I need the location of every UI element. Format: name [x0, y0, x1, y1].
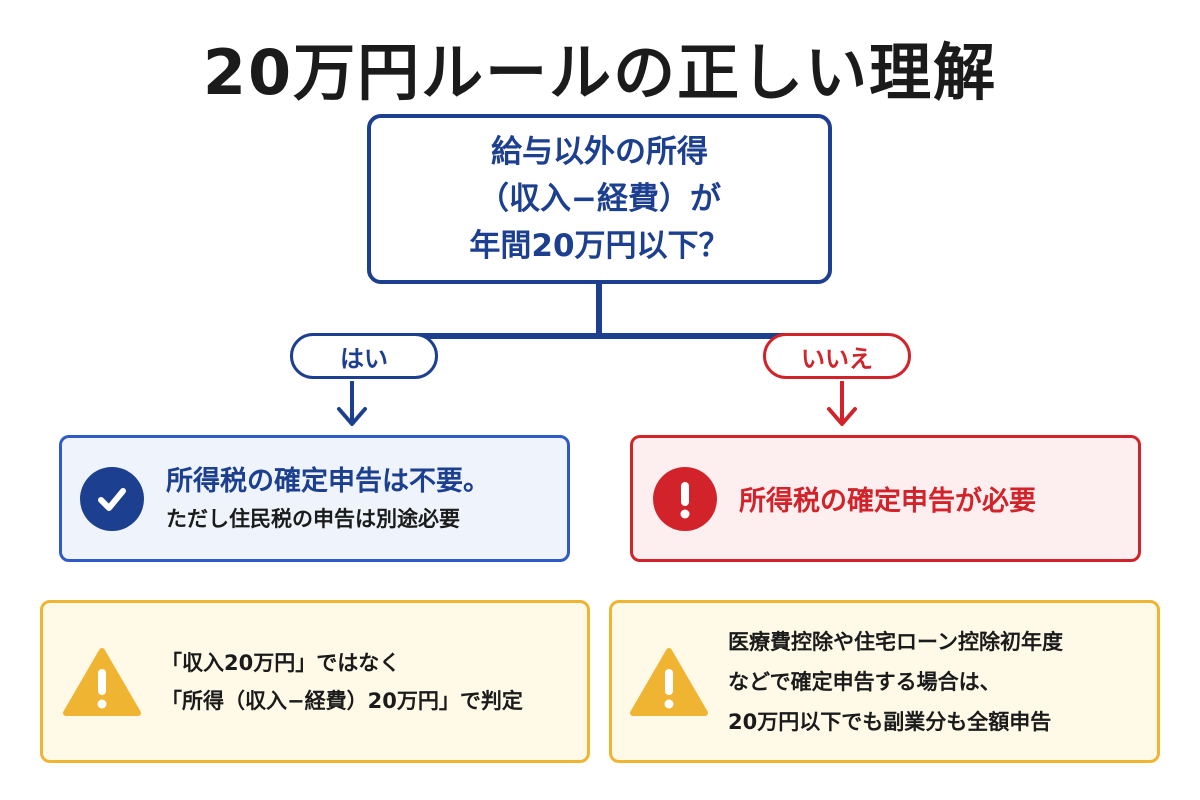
left-note-text: 「収入20万円」ではなく 「所得（収入−経費）20万円」で判定: [161, 644, 523, 720]
yes-result-main: 所得税の確定申告は不要。: [166, 465, 490, 497]
check-circle-icon: [80, 466, 144, 531]
question-box: 給与以外の所得 （収入−経費）が 年間20万円以下？: [367, 114, 832, 284]
right-note-box: 医療費控除や住宅ローン控除初年度 などで確定申告する場合は、 20万円以下でも副…: [609, 600, 1160, 763]
warning-triangle-icon: [63, 647, 141, 716]
right-note-line-3: 20万円以下でも副業分も全額申告: [728, 709, 1052, 734]
no-result-text: 所得税の確定申告が必要: [739, 479, 1036, 518]
warning-triangle-icon: [630, 647, 708, 716]
trunk-line: [362, 284, 840, 339]
no-result-main: 所得税の確定申告が必要: [739, 486, 1036, 517]
question-line-1: 給与以外の所得: [491, 133, 708, 170]
page-title: 20万円ルールの正しい理解: [202, 36, 998, 109]
yes-result-text: 所得税の確定申告は不要。 ただし住民税の申告は別途必要: [166, 462, 490, 536]
exclamation-circle-icon: [653, 466, 717, 531]
yes-result-box: 所得税の確定申告は不要。 ただし住民税の申告は別途必要: [59, 435, 570, 562]
no-branch-label: いいえ: [763, 333, 911, 379]
left-note-line-2: 「所得（収入−経費）20万円」で判定: [161, 688, 523, 713]
no-arrow: [827, 381, 857, 426]
yes-result-sub: ただし住民税の申告は別途必要: [166, 506, 460, 531]
question-line-2: （収入−経費）が: [478, 180, 721, 217]
no-result-box: 所得税の確定申告が必要: [630, 435, 1141, 562]
right-note-text: 医療費控除や住宅ローン控除初年度 などで確定申告する場合は、 20万円以下でも副…: [728, 622, 1063, 742]
left-note-box: 「収入20万円」ではなく 「所得（収入−経費）20万円」で判定: [40, 600, 590, 763]
yes-arrow: [337, 381, 367, 426]
right-note-line-1: 医療費控除や住宅ローン控除初年度: [728, 629, 1063, 654]
left-note-line-1: 「収入20万円」ではなく: [161, 650, 401, 675]
right-note-line-2: などで確定申告する場合は、: [728, 669, 1001, 694]
question-line-3: 年間20万円以下？: [469, 227, 730, 264]
yes-branch-label: はい: [290, 333, 438, 379]
